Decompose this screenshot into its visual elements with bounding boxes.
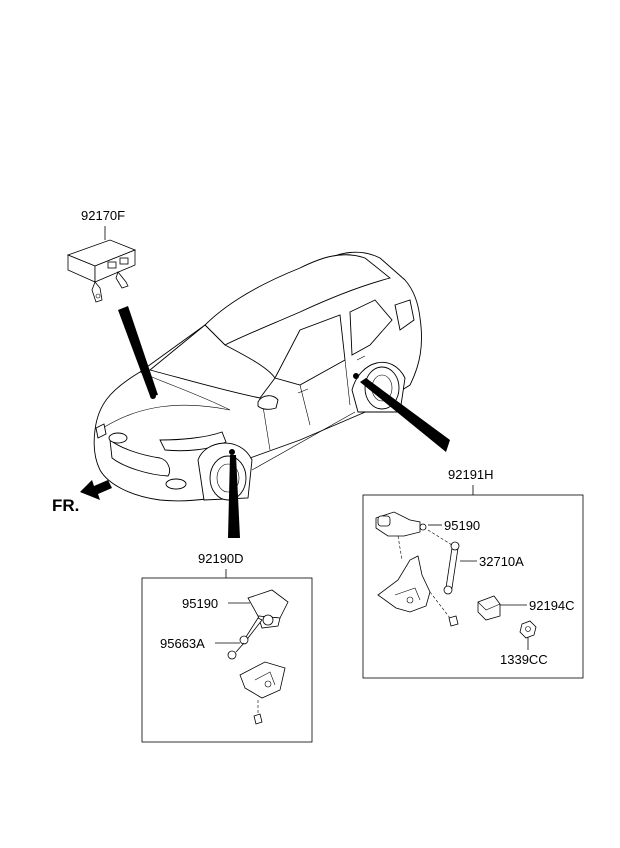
- module-92170f: 92170F: [66, 208, 137, 303]
- front-sensor-location-marker: [229, 449, 235, 455]
- rear-link-label: 32710A: [479, 554, 524, 569]
- front-bracket-label: 95190: [182, 596, 218, 611]
- rear-sensor-box: [362, 494, 584, 679]
- rear-sensor-location-marker: [353, 373, 359, 379]
- front-sensor-label: 92190D: [198, 551, 244, 566]
- rear-sensor-assembly: 92191H 95190 32710A 92194C 1339CC: [362, 467, 584, 679]
- rear-nut-label: 1339CC: [500, 652, 548, 667]
- front-arrow-icon: [80, 480, 112, 500]
- direction-label: FR.: [52, 496, 79, 515]
- front-sensor-box: [141, 577, 313, 743]
- rear-sensor-label: 92191H: [448, 467, 494, 482]
- rear-clip-label: 92194C: [529, 598, 575, 613]
- front-sensor-assembly: 92190D 95190 95663A: [141, 551, 313, 743]
- module-label: 92170F: [81, 208, 125, 223]
- front-link-label: 95663A: [160, 636, 205, 651]
- module-location-marker: [150, 393, 156, 399]
- front-direction-indicator: FR.: [52, 480, 112, 515]
- leader-arrows: [118, 306, 450, 538]
- rear-bracket-label: 95190: [444, 518, 480, 533]
